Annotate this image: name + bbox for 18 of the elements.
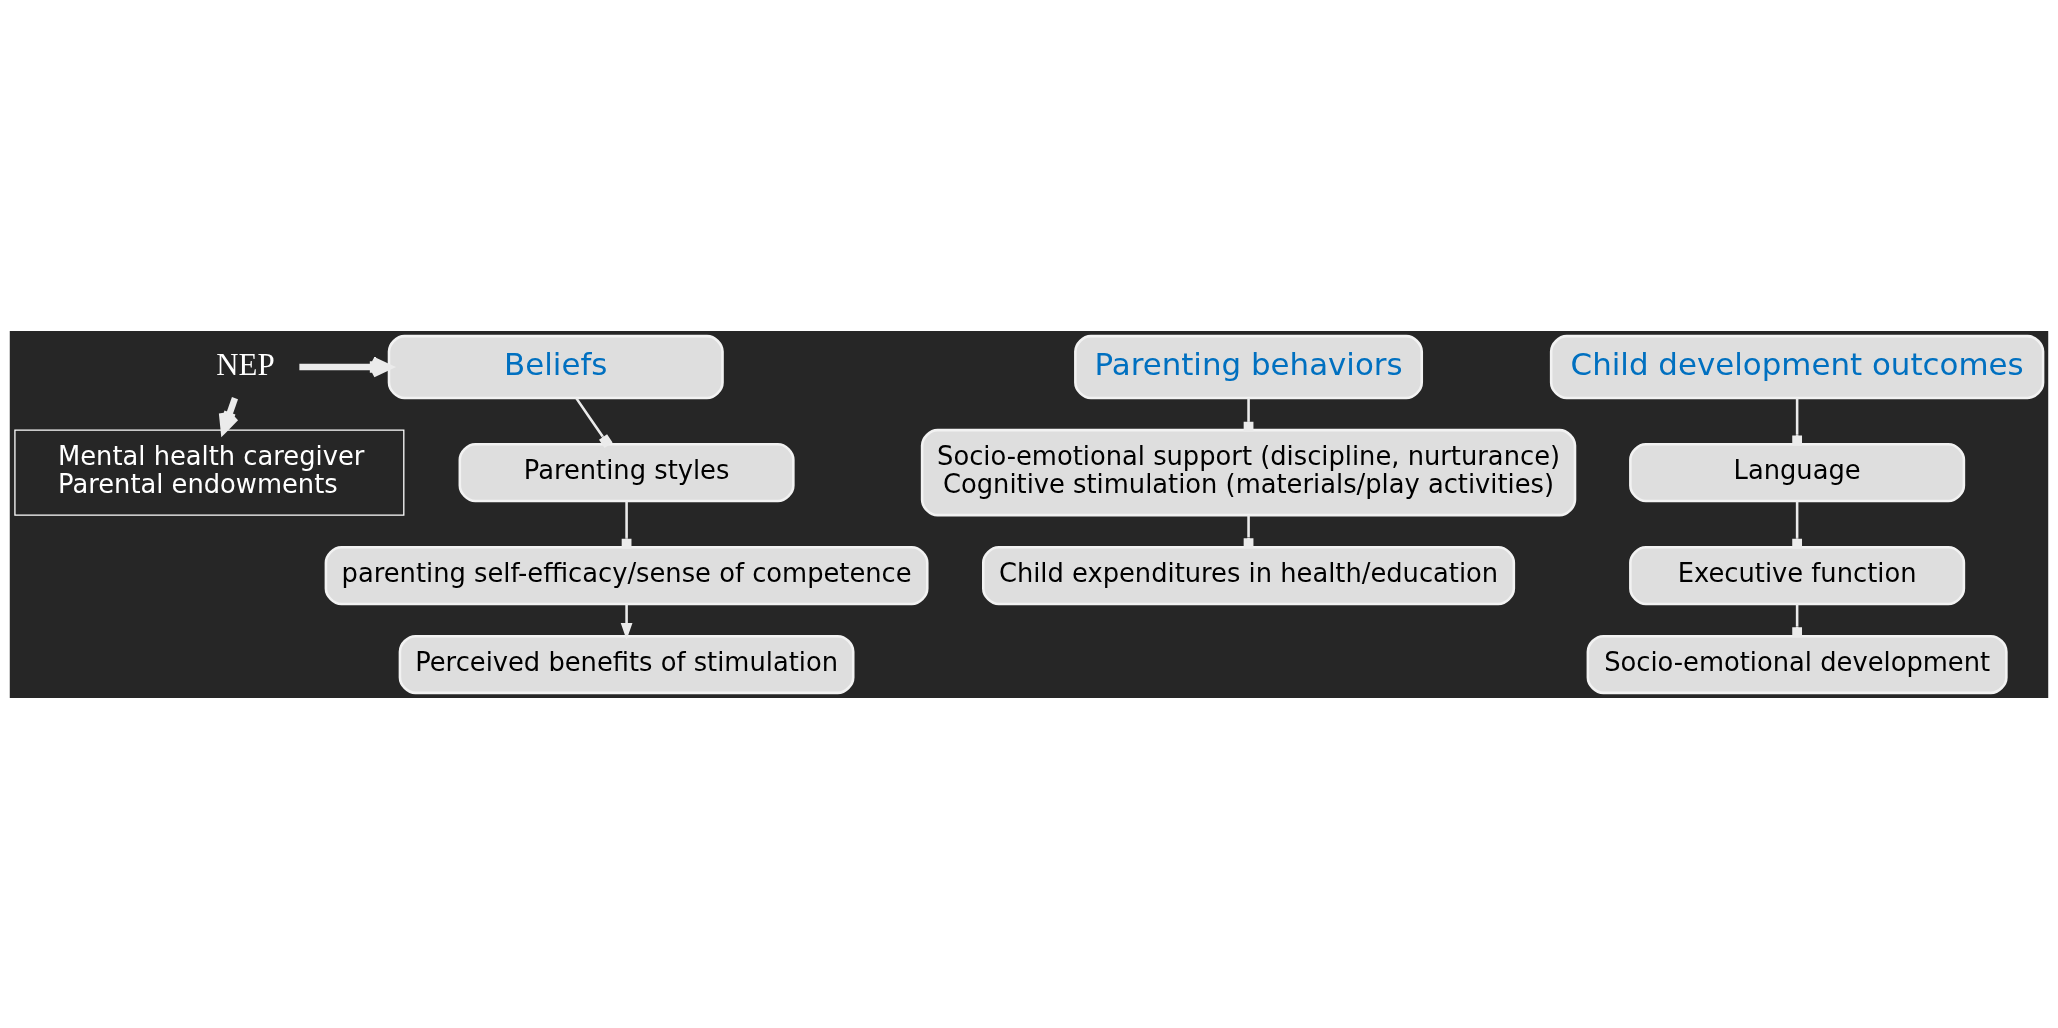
node-box: Mental health caregiver Parental endowments [14,429,405,516]
arrow [299,356,393,377]
node-box: Executive function [1629,545,1966,605]
node-box: Beliefs [387,334,724,399]
connector [1243,514,1254,548]
node-box: parenting self-efficacy/sense of competence [324,545,929,605]
node-box: Socio-emotional support (discipline, nurturance) Cognitive stimulation (materials/play activities) [920,428,1577,516]
node-box: Child development outcomes [1549,334,2045,399]
node-box: Child expenditures in health/education [982,545,1516,605]
node-box: Socio-emotional development [1586,634,2008,694]
node-box: Perceived benefits of stimulation [398,634,855,694]
arrow [620,603,633,640]
node-box: Parenting behaviors [1074,334,1424,399]
connector [621,500,632,549]
node-box: Parenting styles [458,442,795,502]
node-text: NEP [216,346,275,382]
node-box: Language [1629,442,1966,502]
connector [575,396,613,448]
